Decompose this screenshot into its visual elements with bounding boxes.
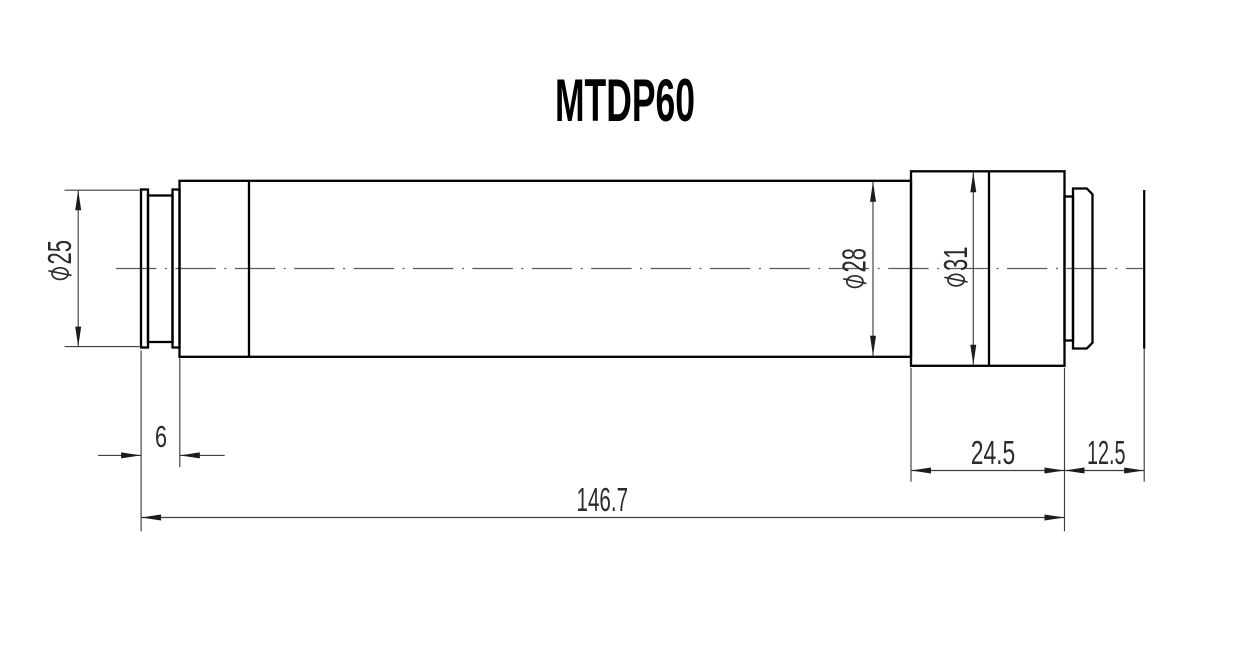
svg-text:146.7: 146.7: [577, 481, 629, 518]
svg-text:24.5: 24.5: [971, 434, 1016, 471]
svg-text:6: 6: [155, 419, 167, 454]
svg-text:28: 28: [836, 248, 873, 273]
svg-text:12.5: 12.5: [1087, 434, 1126, 471]
svg-text:31: 31: [937, 247, 974, 272]
svg-text:25: 25: [41, 240, 78, 265]
svg-text:MTDP60: MTDP60: [555, 67, 695, 134]
